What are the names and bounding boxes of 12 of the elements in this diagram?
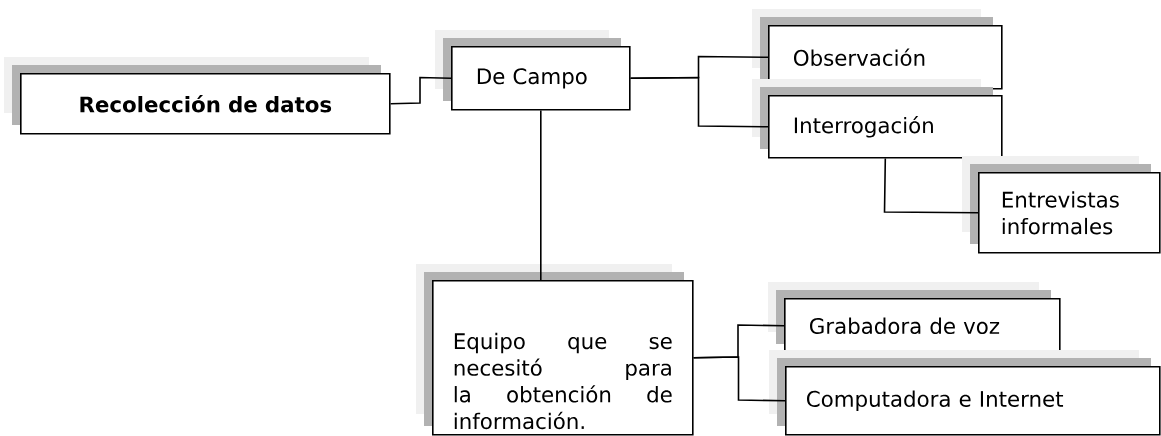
connector-line <box>389 76 452 105</box>
box: Equipo que se necesitó para la obtención de información. <box>416 264 694 436</box>
box: Interrogación <box>752 79 1003 159</box>
box: Computadora e Internet <box>769 350 1161 436</box>
connector-line <box>883 157 979 214</box>
box: Entrevistas informales <box>962 156 1161 254</box>
connector-line <box>692 356 786 402</box>
connector-line <box>540 109 542 281</box>
box: De Campo <box>435 30 631 111</box>
box: Grabadora de voz <box>768 282 1061 354</box>
connector-line <box>629 76 769 128</box>
box: Recolección de datos <box>4 57 391 135</box>
